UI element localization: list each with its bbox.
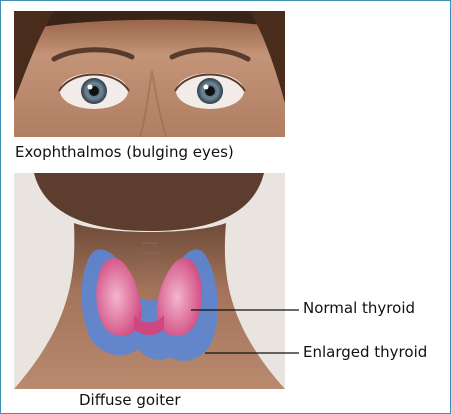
normal-thyroid-label: Normal thyroid: [303, 299, 415, 317]
enlarged-thyroid-label: Enlarged thyroid: [303, 343, 427, 361]
